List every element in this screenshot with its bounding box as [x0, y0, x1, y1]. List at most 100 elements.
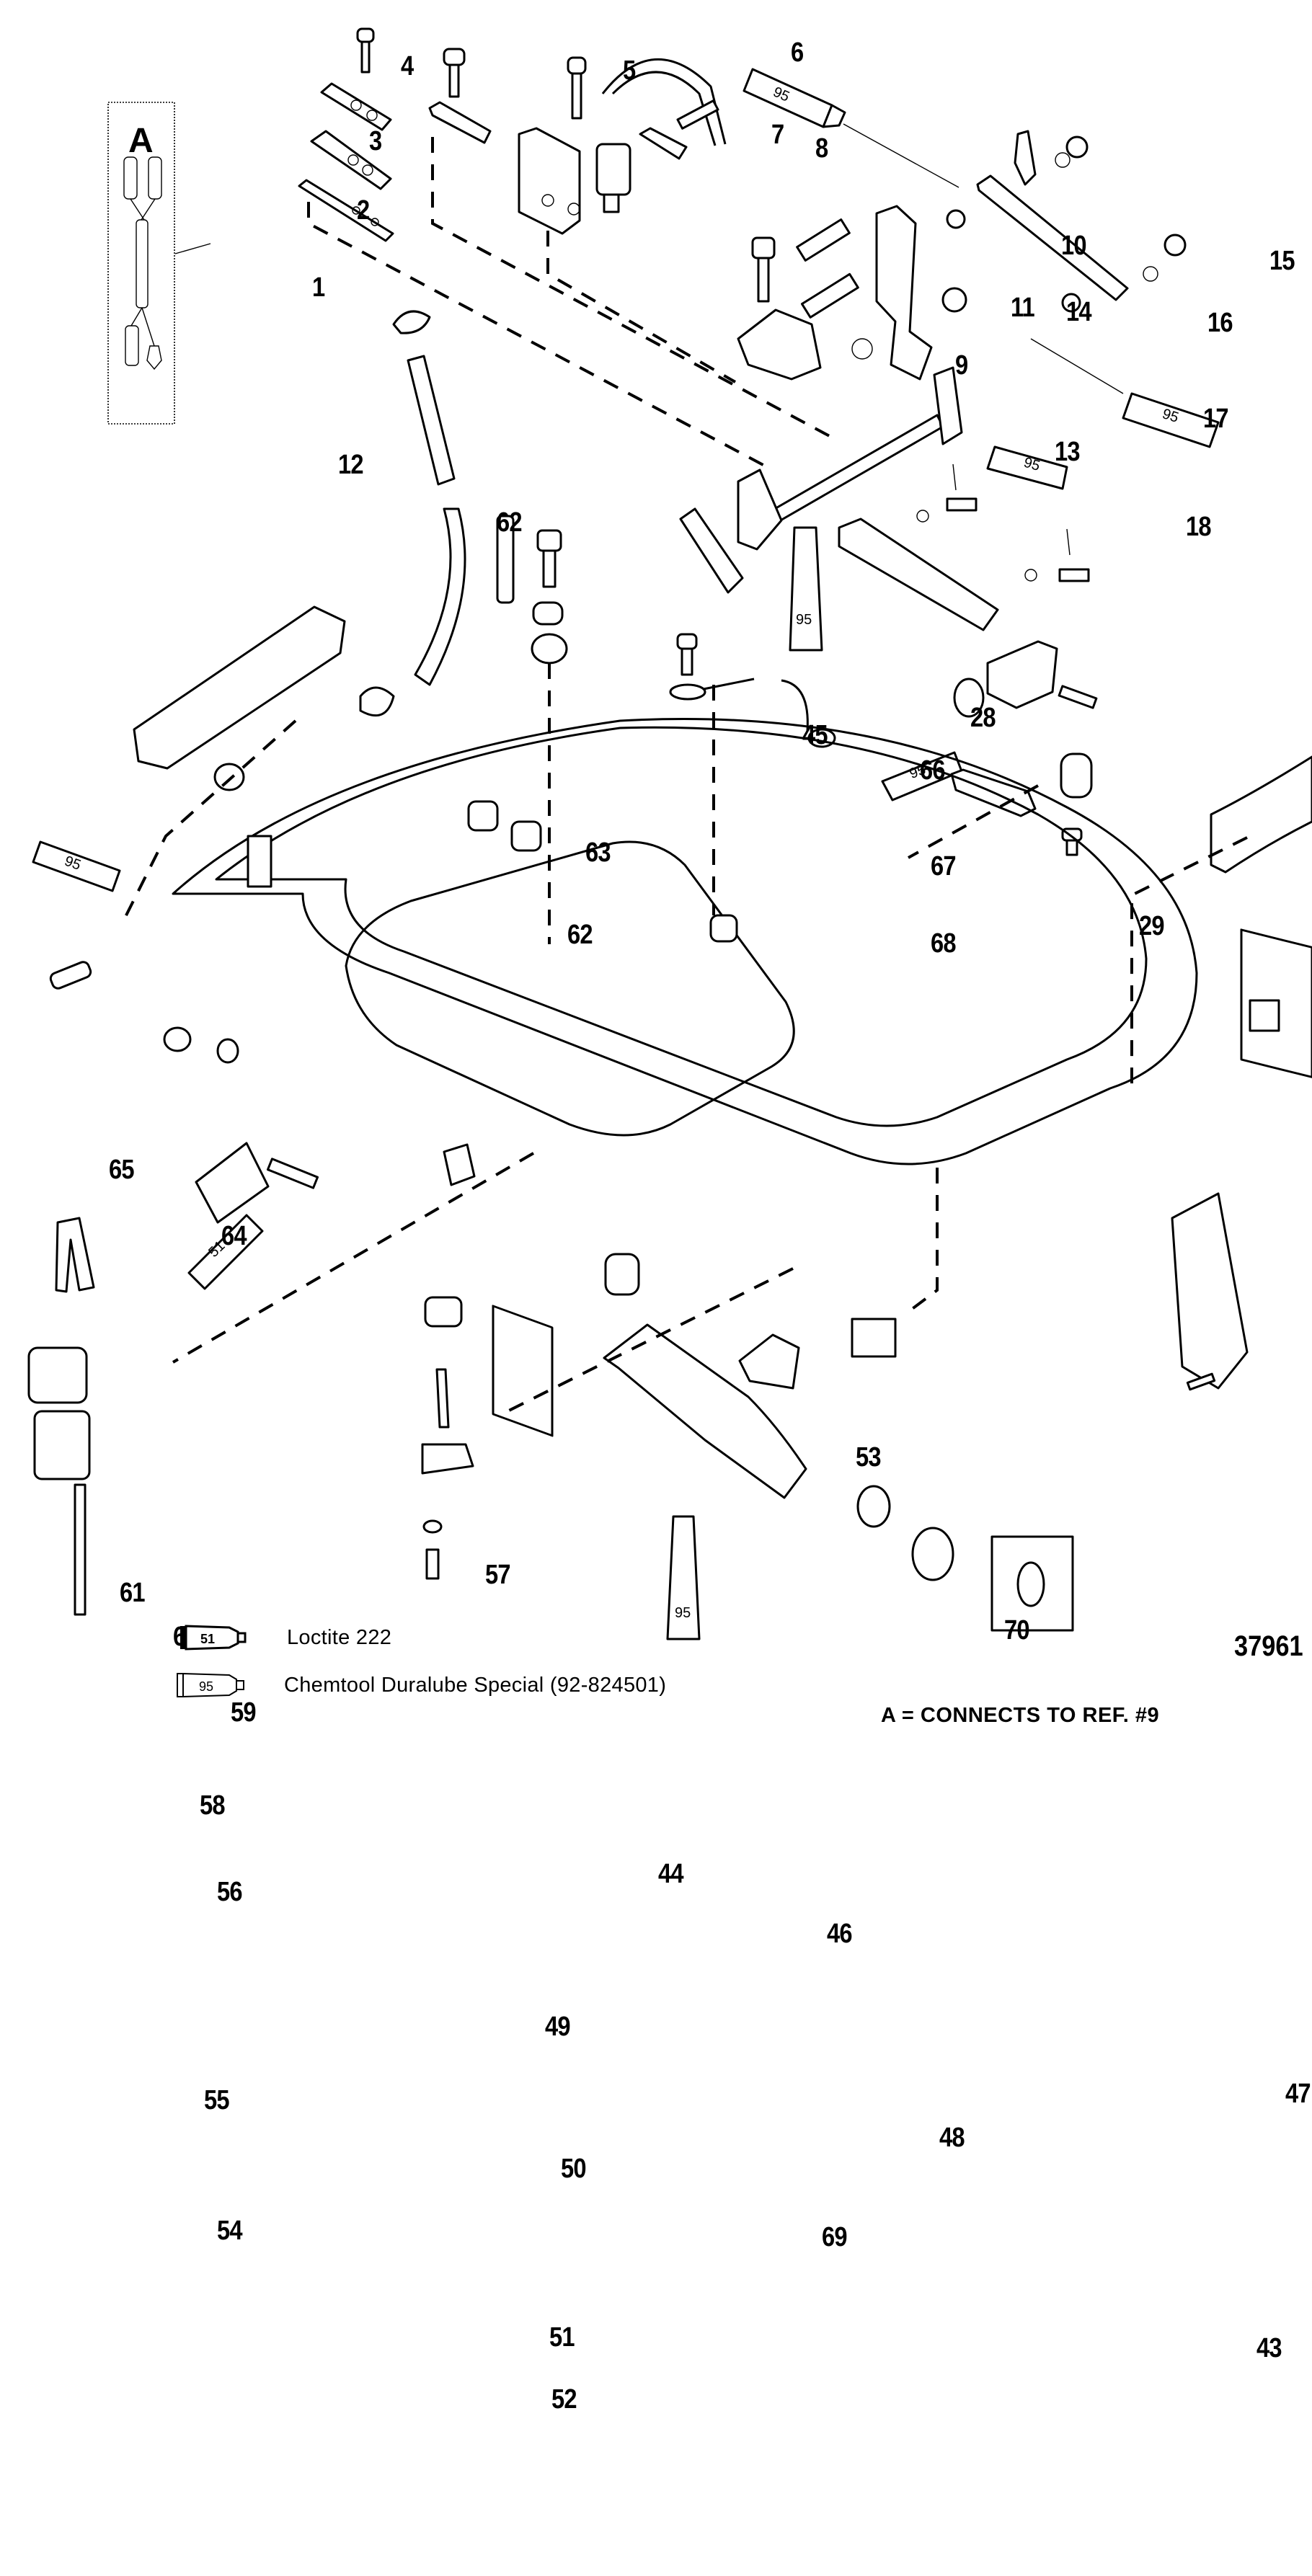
- box-74: [990, 1535, 1074, 1632]
- bracket-7: [518, 127, 581, 235]
- cotter-32: [952, 463, 957, 491]
- pin-17: [800, 272, 859, 319]
- callout-2: 2: [357, 195, 370, 226]
- callout-44: 44: [658, 1859, 684, 1889]
- tube-code: 51: [200, 1632, 215, 1646]
- callout-52: 52: [551, 2384, 577, 2415]
- grommet-42: [911, 1527, 954, 1581]
- wire-harness-drawing: [123, 156, 162, 370]
- callout-3: 3: [369, 126, 382, 156]
- plate-3: [320, 82, 392, 131]
- callout-48: 48: [939, 2123, 965, 2153]
- hose-63a: [407, 355, 456, 486]
- callout-69: 69: [822, 2222, 848, 2252]
- washer-37: [953, 678, 985, 718]
- callout-62: 62: [567, 920, 593, 950]
- fitting-61: [49, 961, 92, 990]
- knob-47: [738, 1333, 800, 1390]
- screw-4: [356, 27, 375, 74]
- grommet-26: [1060, 752, 1093, 799]
- callout-18: 18: [1186, 512, 1212, 542]
- inset-label-a: A: [128, 122, 154, 160]
- callout-56: 56: [217, 1877, 243, 1907]
- clip-56: [55, 1217, 95, 1293]
- lubricant-tube-95-handle: 95: [666, 1515, 701, 1640]
- inset-box: [107, 102, 175, 425]
- washer-35a: [916, 510, 929, 523]
- callout-46: 46: [827, 1919, 853, 1949]
- callout-63: 63: [585, 838, 611, 868]
- link-rod-31: [838, 518, 999, 631]
- tube-code: 95: [199, 1679, 213, 1694]
- shift-arm-28: [679, 507, 744, 594]
- hose-63b: [414, 507, 466, 686]
- tiller-handle-48: [603, 1323, 807, 1499]
- link-23: [976, 174, 1129, 301]
- block-71: [851, 1318, 897, 1358]
- grommet-46: [604, 1253, 640, 1296]
- washer-22b: [1143, 266, 1158, 282]
- callout-64: 64: [221, 1221, 247, 1251]
- plate-2: [310, 130, 392, 190]
- panel-69: [492, 1305, 554, 1437]
- assembly-lines: [121, 137, 1248, 1414]
- callout-17: 17: [1203, 404, 1229, 434]
- nut-24: [1061, 293, 1081, 313]
- screw-38: [1058, 685, 1098, 709]
- nut-18a: [851, 338, 873, 360]
- lubricant-tube-95-vertical: 95: [789, 526, 823, 652]
- callout-55: 55: [204, 2085, 230, 2115]
- cap-43: [856, 1485, 891, 1528]
- tube-icon: 51: [180, 1625, 247, 1651]
- screw-8: [567, 56, 587, 120]
- callout-45: 45: [802, 720, 828, 750]
- cotter-33: [1066, 528, 1071, 556]
- clip-41: [1249, 999, 1280, 1032]
- screw-10: [676, 99, 719, 130]
- parts-diagram: 95 95 95: [27, 27, 1312, 2413]
- connection-note: A = CONNECTS TO REF. #9: [881, 1704, 1160, 1727]
- plate-11: [639, 127, 688, 160]
- callout-10: 10: [1061, 231, 1087, 261]
- callout-9: 9: [955, 350, 968, 381]
- screw-57: [266, 1158, 319, 1189]
- rear-panel-40: [1210, 755, 1312, 874]
- connector-49: [424, 1296, 463, 1328]
- callout-1: 1: [312, 272, 325, 303]
- legend-item-loctite: 51 Loctite 222: [179, 1623, 391, 1652]
- screw-6: [443, 48, 466, 98]
- lubricant-tube-95-shaft: 95: [986, 445, 1068, 490]
- throttle-grip-72: [1171, 1192, 1249, 1390]
- pin-45: [496, 515, 515, 604]
- screw-39: [1061, 827, 1083, 856]
- lever-15: [875, 205, 933, 381]
- callout-66: 66: [920, 755, 946, 786]
- callout-6: 6: [791, 37, 804, 68]
- callout-58: 58: [200, 1790, 226, 1821]
- callout-51: 51: [549, 2322, 575, 2353]
- callout-68: 68: [931, 928, 957, 959]
- callout-47: 47: [1285, 2079, 1311, 2109]
- lubricant-tube-95-top: 95: [743, 68, 959, 188]
- washer-51: [422, 1519, 443, 1534]
- clip-62a: [392, 310, 431, 334]
- shift-shaft-27: [737, 366, 963, 551]
- bracket-36: [986, 640, 1058, 709]
- grommet-64: [213, 763, 245, 791]
- callout-4: 4: [401, 51, 414, 81]
- callout-54: 54: [217, 2216, 243, 2246]
- callout-70: 70: [1004, 1615, 1030, 1645]
- clamp-13: [737, 308, 822, 381]
- tube-code: 95: [675, 1605, 691, 1621]
- callout-29: 29: [1139, 911, 1165, 941]
- lubricant-tube-95-left: 95: [32, 840, 121, 892]
- bolt-66: [536, 529, 562, 588]
- plug-50: [421, 1368, 474, 1475]
- nut-60: [163, 1026, 192, 1052]
- bolt-14: [751, 236, 776, 303]
- lubricant-tube-95-right: 95: [1030, 338, 1220, 448]
- tube-code: 95: [796, 612, 812, 628]
- callout-50: 50: [561, 2154, 587, 2184]
- cap-74: [1016, 1561, 1045, 1607]
- nut-21a: [1065, 136, 1089, 159]
